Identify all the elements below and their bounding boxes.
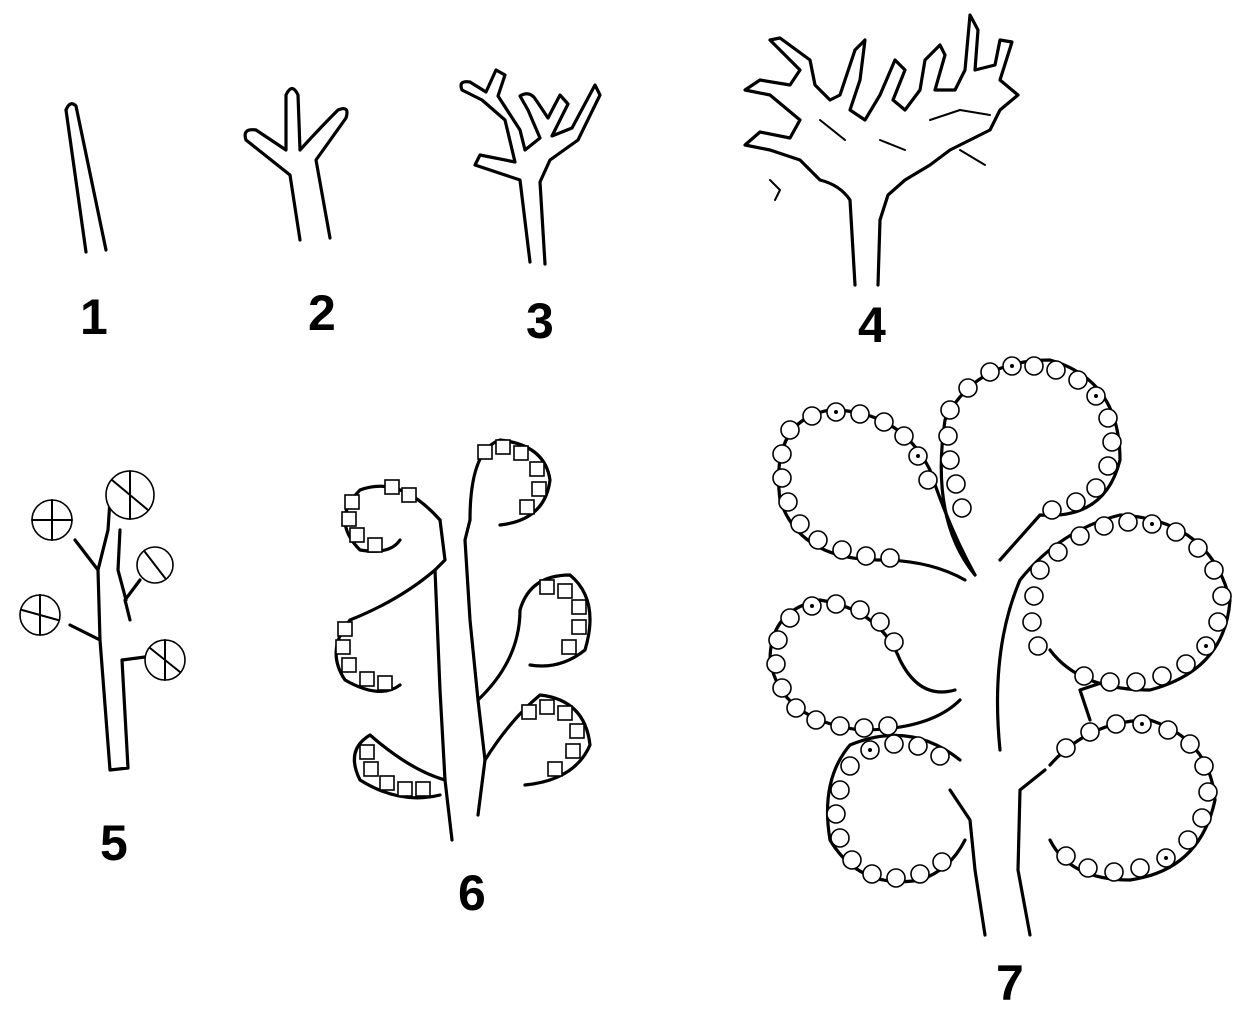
stage-label-6: 6 bbox=[458, 868, 486, 918]
stage-label-2: 2 bbox=[308, 288, 336, 338]
stage-3-drawing bbox=[461, 70, 600, 264]
stage-5-acini bbox=[20, 471, 185, 680]
stage-5-drawing bbox=[20, 471, 185, 770]
stage-label-3: 3 bbox=[526, 296, 554, 346]
stage-label-4: 4 bbox=[858, 300, 886, 350]
stage-7-cells bbox=[767, 357, 1231, 887]
stage-label-5: 5 bbox=[100, 818, 128, 868]
stage-1-drawing bbox=[66, 104, 106, 252]
stage-4-drawing bbox=[745, 15, 1018, 285]
stage-6-drawing bbox=[336, 440, 590, 840]
stage-label-1: 1 bbox=[80, 292, 108, 342]
stage-7-drawing bbox=[767, 357, 1231, 935]
stage-2-drawing bbox=[245, 89, 347, 241]
stage-label-7: 7 bbox=[996, 958, 1024, 1008]
